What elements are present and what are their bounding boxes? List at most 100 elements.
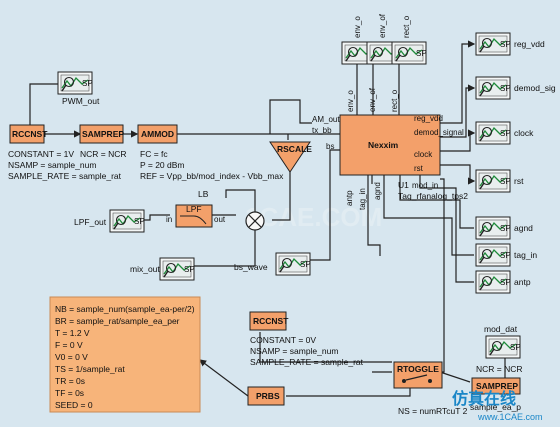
ammod-param: FC = fc (140, 149, 168, 159)
port-label: demod_signal (414, 128, 464, 137)
svg-text:SP: SP (300, 260, 311, 269)
block-name: AMMOD (141, 129, 174, 139)
samprep1-param: NCR = NCR (80, 149, 127, 159)
port-label: env_of (368, 87, 377, 112)
samprep2-param: NCR = NCR (476, 364, 523, 374)
sa-fragment: sample_ea_p (470, 402, 521, 412)
sink-mix-out[interactable]: SP (159, 257, 195, 281)
sink-label: mod_dat (484, 324, 518, 334)
block-name: RSCALE (277, 144, 312, 154)
samprep-block-1[interactable]: SAMPREP (79, 124, 124, 144)
rccnst-block-2[interactable]: RCCNST (249, 311, 289, 331)
port-label: AM_out (312, 115, 340, 124)
sink-label: tag_in (514, 250, 537, 260)
sink-label: antp (514, 277, 531, 287)
svg-text:SP: SP (184, 265, 195, 274)
lpf-sub: LPF (186, 204, 202, 214)
prbs-param: TF = 0s (55, 388, 84, 398)
sink-clock[interactable]: SP (475, 121, 511, 145)
rccnst1-param: SAMPLE_RATE = sample_rat (8, 171, 122, 181)
rtoggle-block[interactable]: RTOGGLE (393, 361, 443, 389)
block-name: Nexxim (368, 140, 399, 150)
sink-label: rect_o (402, 15, 411, 38)
prbs-param: V0 = 0 V (55, 352, 88, 362)
svg-text:SP: SP (500, 129, 511, 138)
nexxim-ref: U1 (398, 180, 409, 190)
nexxim-ref2: Tag_rfanalog_tps2 (398, 191, 468, 201)
logo-text: 仿真在线 (452, 389, 516, 408)
sink-bs-wave[interactable]: SP (275, 252, 311, 276)
rccnst-block-1[interactable]: RCCNST (9, 124, 48, 144)
sink-label: rst (514, 176, 524, 186)
sink-label: env_o (353, 16, 362, 38)
site-logo: 仿真在线 www.1CAE.com (452, 389, 543, 422)
watermark: 1CAE.COM (245, 202, 382, 232)
svg-text:SP: SP (500, 251, 511, 260)
lpf-out-label: out (214, 215, 226, 224)
ammod-block[interactable]: AMMOD (137, 124, 178, 144)
sink-demod-sig[interactable]: SP (475, 76, 511, 100)
svg-text:SP: SP (500, 84, 511, 93)
mixer-symbol[interactable] (245, 211, 265, 231)
sink-lpf-out[interactable]: SP (109, 209, 145, 233)
wires (29, 40, 506, 397)
sink-label: bs_wave (234, 262, 268, 272)
port-label: clock (414, 150, 433, 159)
rccnst2-param: NSAMP = sample_num (250, 346, 338, 356)
sink-pwm-out[interactable]: SP (57, 71, 93, 95)
svg-text:SP: SP (500, 40, 511, 49)
block-name: RCCNST (253, 316, 289, 326)
ammod-param: REF = Vpp_bb/mod_index - Vbb_max (140, 171, 284, 181)
svg-text:SP: SP (510, 343, 521, 352)
sink-antp[interactable]: SP (475, 270, 511, 294)
block-name: PRBS (256, 391, 280, 401)
prbs-param-lines: NB = sample_num(sample_ea-per/2) BR = sa… (55, 304, 195, 410)
sink-rst[interactable]: SP (475, 169, 511, 193)
prbs-block[interactable]: PRBS (247, 386, 285, 406)
port-label: env_o (346, 90, 355, 112)
sink-tag-in[interactable]: SP (475, 243, 511, 267)
port-label: agnd (373, 182, 382, 200)
sink-label: demod_sig (514, 83, 556, 93)
sink-label: clock (514, 128, 534, 138)
logo-url: www.1CAE.com (477, 412, 543, 422)
block-name: RCCNST (12, 129, 48, 139)
prbs-param: BR = sample_rat/sample_ea_per (55, 316, 180, 326)
prbs-param: NB = sample_num(sample_ea-per/2) (55, 304, 195, 314)
port-label: mod_in (412, 181, 438, 190)
block-name: SAMPREP (476, 381, 518, 391)
prbs-param: T = 1.2 V (55, 328, 90, 338)
rccnst2-param: SAMPLE_RATE = sample_rat (250, 357, 364, 367)
sink-label: PWM_out (62, 96, 100, 106)
sink-agnd[interactable]: SP (475, 216, 511, 240)
rscale-block[interactable]: RSCALE (269, 141, 312, 173)
sink-label: LPF_out (74, 217, 107, 227)
lpf-block[interactable]: LPF (175, 204, 213, 228)
port-label: tag_in (358, 188, 367, 210)
prbs-param: TR = 0s (55, 376, 85, 386)
sink-reg-vdd[interactable]: SP (475, 32, 511, 56)
sink-label: agnd (514, 223, 533, 233)
svg-text:SP: SP (416, 49, 427, 58)
prbs-param: F = 0 V (55, 340, 83, 350)
lpf-in-label: in (166, 215, 172, 224)
nexxim-block[interactable]: Nexxim (339, 114, 441, 176)
port-label: reg_vdd (414, 114, 443, 123)
rccnst2-param: CONSTANT = 0V (250, 335, 316, 345)
sink-mod-dat[interactable]: SP (485, 335, 521, 359)
prbs-param: SEED = 0 (55, 400, 93, 410)
port-label: antp (345, 190, 354, 206)
block-name: RTOGGLE (397, 364, 439, 374)
sink-rect-o[interactable]: SP (391, 41, 427, 65)
samprep-block-2[interactable]: SAMPREP (471, 377, 521, 395)
lpf-ref: LB (198, 189, 209, 199)
svg-text:SP: SP (82, 79, 93, 88)
svg-text:SP: SP (134, 217, 145, 226)
port-label: bs (326, 142, 334, 151)
sink-label: mix_out (130, 264, 160, 274)
prbs-param: TS = 1/sample_rat (55, 364, 125, 374)
ns-label: NS = num (398, 406, 436, 416)
sink-label: env_of (378, 13, 387, 38)
